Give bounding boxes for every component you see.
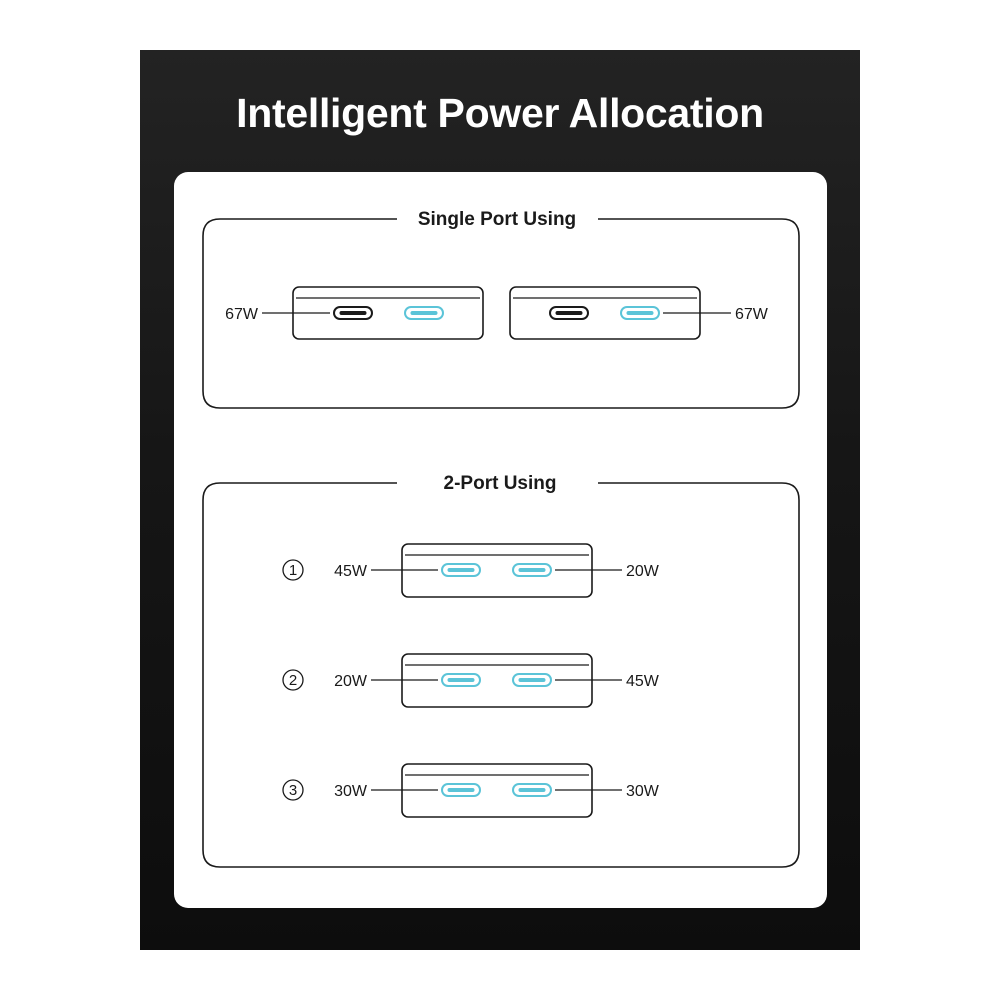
single-device-1: 67W <box>225 286 484 340</box>
mode-number-badge <box>282 669 304 691</box>
left-watt-label: 20W <box>334 673 368 690</box>
dual-mode-3: 3 30W 30W <box>282 763 660 818</box>
dual-port-frame <box>202 482 800 868</box>
single-device-2: 67W <box>509 286 769 340</box>
dual-port-title: 2-Port Using <box>444 473 557 494</box>
mode-number: 2 <box>289 672 297 689</box>
mode-number: 3 <box>289 782 297 799</box>
left-watt-label: 30W <box>334 783 368 800</box>
dual-mode-2: 2 20W 45W <box>282 653 660 708</box>
mode-number: 1 <box>289 562 297 579</box>
dual-port-section: 2-Port Using 1 45W 20W 2 20W 45W <box>202 473 800 868</box>
left-watt-label: 67W <box>225 306 259 323</box>
right-watt-label: 30W <box>626 783 660 800</box>
mode-number-badge <box>282 779 304 801</box>
page-title: Intelligent Power Allocation <box>236 90 764 136</box>
single-port-frame <box>202 218 800 409</box>
left-watt-label: 45W <box>334 563 368 580</box>
right-watt-label: 45W <box>626 673 660 690</box>
right-watt-label: 20W <box>626 563 660 580</box>
single-port-title: Single Port Using <box>418 209 576 230</box>
dual-mode-1: 1 45W 20W <box>282 543 660 598</box>
single-port-section: Single Port Using 67W 67W <box>202 209 800 409</box>
right-watt-label: 67W <box>735 306 769 323</box>
mode-number-badge <box>282 559 304 581</box>
